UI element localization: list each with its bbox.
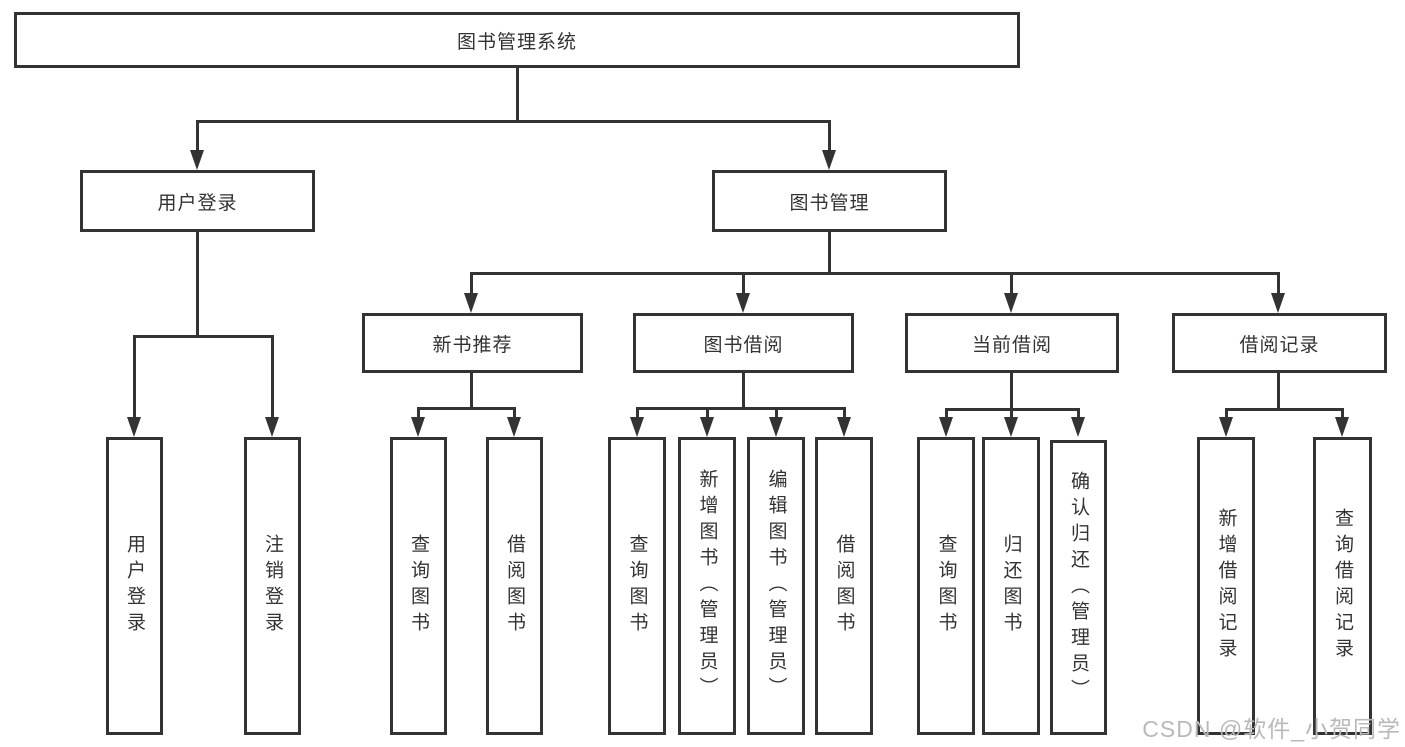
leaf-newrec-query-book-label: 查询图书 (408, 534, 429, 638)
leaf-newrec-borrow-book-label: 借阅图书 (504, 534, 525, 638)
arrowhead-current-borrow (1004, 293, 1018, 313)
node-root: 图书管理系统 (14, 12, 1020, 68)
leaf-add-borrow-record: 新增借阅记录 (1197, 437, 1255, 735)
node-root-label: 图书管理系统 (456, 31, 577, 53)
connector-stem-d2 (1010, 408, 1013, 417)
connector-book-mgmt-stem (828, 230, 831, 274)
arrowhead-a2 (265, 417, 279, 437)
connector-stem-c1 (636, 407, 639, 417)
connector-stem-borrow-record (1277, 272, 1280, 294)
arrowhead-c4 (837, 417, 851, 437)
node-new-book-rec-label: 新书推荐 (432, 334, 513, 356)
arrowhead-c1 (630, 417, 644, 437)
leaf-edit-book-admin: 编辑图书（管理员） (747, 437, 805, 735)
arrowhead-new-book (464, 293, 478, 313)
connector-stem-a2 (271, 335, 274, 417)
connector-stem-e2 (1341, 408, 1344, 417)
leaf-edit-book-admin-label: 编辑图书（管理员） (765, 469, 787, 703)
connector-groupB-hbar (417, 407, 516, 410)
node-new-book-rec: 新书推荐 (362, 313, 583, 373)
connector-user-login-stem (196, 230, 199, 337)
connector-stem-b2 (513, 407, 516, 417)
connector-borrow-record-stem (1277, 371, 1280, 411)
arrowhead-book-mgmt (822, 150, 836, 170)
leaf-query-borrow-record-label: 查询借阅记录 (1332, 508, 1353, 664)
leaf-add-book-admin-label: 新增图书（管理员） (696, 469, 718, 703)
connector-groupC-hbar (636, 407, 846, 410)
node-book-borrow-label: 图书借阅 (703, 334, 784, 356)
connector-new-book-stem (470, 371, 473, 410)
node-borrow-record-label: 借阅记录 (1239, 334, 1320, 356)
leaf-newrec-query-book: 查询图书 (390, 437, 447, 735)
connector-current-borrow-stem (1010, 371, 1013, 411)
node-current-borrow-label: 当前借阅 (971, 334, 1052, 356)
connector-groupE-hbar (1225, 408, 1343, 411)
leaf-borrow-query-book-label: 查询图书 (626, 534, 648, 638)
leaf-current-query-book: 查询图书 (917, 437, 975, 735)
connector-stem-d1 (945, 408, 948, 417)
connector-stem-new-book (470, 272, 473, 294)
connector-stem-c3 (775, 407, 778, 417)
connector-stem-user-login (196, 120, 199, 152)
node-borrow-record: 借阅记录 (1172, 313, 1387, 373)
node-user-login-label: 用户登录 (157, 192, 238, 214)
leaf-add-borrow-record-label: 新增借阅记录 (1215, 508, 1237, 664)
node-book-mgmt-label: 图书管理 (789, 192, 870, 214)
leaf-return-book-label: 归还图书 (1000, 534, 1022, 638)
leaf-borrow-query-book: 查询图书 (608, 437, 666, 735)
node-user-login: 用户登录 (80, 170, 315, 232)
connector-stem-d3 (1077, 408, 1080, 417)
connector-stem-e1 (1225, 408, 1228, 417)
arrowhead-d1 (939, 417, 953, 437)
leaf-newrec-borrow-book: 借阅图书 (486, 437, 543, 735)
leaf-user-login: 用户登录 (106, 437, 163, 735)
connector-stem-current-borrow (1010, 272, 1013, 294)
connector-root-stem (516, 66, 519, 122)
node-book-borrow: 图书借阅 (633, 313, 854, 373)
connector-stem-c4 (843, 407, 846, 417)
arrowhead-b1 (411, 417, 425, 437)
node-book-mgmt: 图书管理 (712, 170, 947, 232)
arrowhead-d2 (1004, 417, 1018, 437)
connector-book-borrow-stem (742, 371, 745, 410)
leaf-confirm-return-admin: 确认归还（管理员） (1050, 440, 1107, 735)
csdn-watermark: CSDN @软件_小贺同学 (1142, 716, 1401, 742)
leaf-add-book-admin: 新增图书（管理员） (678, 437, 736, 735)
leaf-confirm-return-admin-label: 确认归还（管理员） (1068, 470, 1089, 705)
connector-stem-book-borrow (742, 272, 745, 294)
connector-stem-c2 (706, 407, 709, 417)
connector-level3-hbar (470, 272, 1280, 275)
connector-level1-hbar (196, 120, 831, 123)
arrowhead-a1 (127, 417, 141, 437)
leaf-user-login-label: 用户登录 (124, 534, 145, 638)
arrowhead-c3 (769, 417, 783, 437)
arrowhead-user-login (190, 150, 204, 170)
leaf-borrow-book: 借阅图书 (815, 437, 873, 735)
arrowhead-e2 (1335, 417, 1349, 437)
leaf-logout: 注销登录 (244, 437, 301, 735)
connector-groupA-hbar (133, 335, 274, 338)
leaf-logout-label: 注销登录 (262, 534, 283, 638)
arrowhead-e1 (1219, 417, 1233, 437)
arrowhead-c2 (700, 417, 714, 437)
arrowhead-borrow-record (1271, 293, 1285, 313)
leaf-return-book: 归还图书 (982, 437, 1040, 735)
arrowhead-b2 (507, 417, 521, 437)
arrowhead-book-borrow (736, 293, 750, 313)
leaf-query-borrow-record: 查询借阅记录 (1313, 437, 1372, 735)
connector-stem-a1 (133, 335, 136, 417)
leaf-current-query-book-label: 查询图书 (935, 534, 957, 638)
arrowhead-d3 (1071, 417, 1085, 437)
leaf-borrow-book-label: 借阅图书 (833, 534, 855, 638)
connector-stem-b1 (417, 407, 420, 417)
node-current-borrow: 当前借阅 (905, 313, 1119, 373)
connector-stem-book-mgmt (828, 120, 831, 152)
